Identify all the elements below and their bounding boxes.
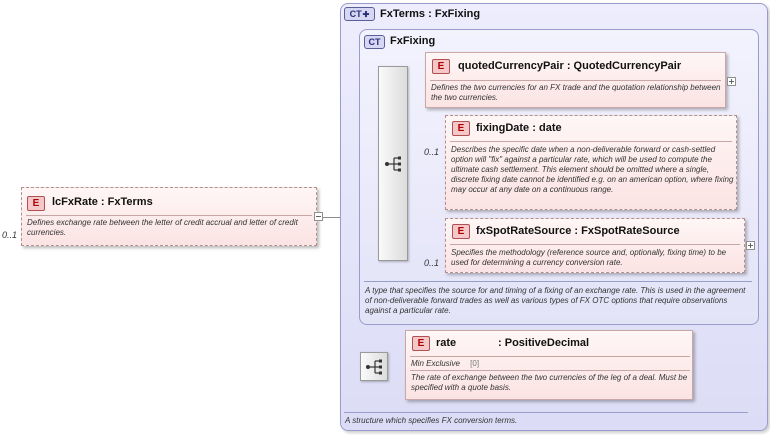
separator-line <box>26 215 312 216</box>
complex-type-badge: CT <box>364 35 385 49</box>
root-element-lcfxrate[interactable]: E lcFxRate : FxTerms Defines exchange ra… <box>21 187 317 246</box>
element-fxspotratesource[interactable]: E fxSpotRateSource : FxSpotRateSource Sp… <box>445 218 745 273</box>
separator-line <box>364 281 752 282</box>
element-badge: E <box>432 59 450 74</box>
separator-line <box>410 370 690 371</box>
element-name: fixingDate <box>476 122 530 134</box>
collapse-toggle[interactable] <box>314 212 323 221</box>
element-badge: E <box>27 196 45 211</box>
sequence-compositor-icon <box>385 156 401 172</box>
element-description: Describes the specific date when a non-d… <box>451 145 734 194</box>
type-separator: : <box>566 60 571 72</box>
expand-toggle[interactable] <box>727 77 736 86</box>
type-separator: : <box>428 8 432 20</box>
element-occurrence: 0..1 <box>424 258 440 268</box>
element-title: fixingDate : date <box>476 122 562 134</box>
sequence-compositor-icon <box>366 359 382 375</box>
element-badge: E <box>452 224 470 239</box>
outer-type-description: A structure which specifies FX conversio… <box>345 416 518 425</box>
inner-type-description: A type that specifies the source for and… <box>365 286 746 315</box>
separator-line <box>344 412 748 413</box>
element-type-label: : PositiveDecimal <box>498 337 589 349</box>
element-description: The rate of exchange between the two cur… <box>411 373 688 392</box>
type-separator: : <box>498 337 502 349</box>
element-type: PositiveDecimal <box>504 337 590 349</box>
root-element-description: Defines exchange rate between the letter… <box>27 218 298 237</box>
separator-line <box>410 356 690 357</box>
element-name: rate <box>436 337 457 349</box>
facet-row: Min Exclusive [0] <box>411 359 479 368</box>
root-element-title: lcFxRate : FxTerms <box>52 196 153 208</box>
root-element-type: FxTerms <box>107 196 153 208</box>
element-description: Specifies the methodology (reference sou… <box>451 248 727 267</box>
separator-line <box>450 244 740 245</box>
root-occurrence: 0..1 <box>2 230 18 240</box>
element-description: Defines the two currencies for an FX tra… <box>431 83 721 102</box>
element-name: fxSpotRateSource <box>476 225 572 237</box>
element-title: quotedCurrencyPair : QuotedCurrencyPair <box>458 60 681 72</box>
type-separator: : <box>100 196 105 208</box>
element-name: quotedCurrencyPair <box>458 60 564 72</box>
separator-line <box>450 141 732 142</box>
root-element-name: lcFxRate <box>52 196 98 208</box>
expand-toggle[interactable] <box>746 241 755 250</box>
complex-type-badge: CT✚ <box>344 7 375 21</box>
element-type: QuotedCurrencyPair <box>573 60 682 72</box>
outer-type-name: FxTerms <box>380 8 426 20</box>
facet-value: [0] <box>470 359 480 368</box>
outer-type-title: FxTerms : FxFixing <box>380 8 480 20</box>
element-type: date <box>538 122 562 134</box>
element-fixingdate[interactable]: E fixingDate : date Describes the specif… <box>445 115 737 210</box>
element-badge: E <box>412 336 430 351</box>
inner-type-name: FxFixing <box>390 35 436 47</box>
sequence-compositor[interactable] <box>378 66 408 261</box>
element-rate[interactable]: E rate : PositiveDecimal Min Exclusive [… <box>405 330 693 400</box>
element-occurrence: 0..1 <box>424 147 440 157</box>
outer-type-base: FxFixing <box>434 8 481 20</box>
facet-label: Min Exclusive <box>411 359 460 368</box>
element-badge: E <box>452 121 470 136</box>
type-separator: : <box>532 122 536 134</box>
element-title: fxSpotRateSource : FxSpotRateSource <box>476 225 680 237</box>
element-type: FxSpotRateSource <box>581 225 680 237</box>
sequence-compositor[interactable] <box>360 352 388 381</box>
element-quotedcurrencypair[interactable]: E quotedCurrencyPair : QuotedCurrencyPai… <box>425 52 726 108</box>
expand-marker-icon: ✚ <box>362 10 370 19</box>
connector-line <box>323 217 343 218</box>
separator-line <box>430 80 721 81</box>
type-separator: : <box>574 225 579 237</box>
